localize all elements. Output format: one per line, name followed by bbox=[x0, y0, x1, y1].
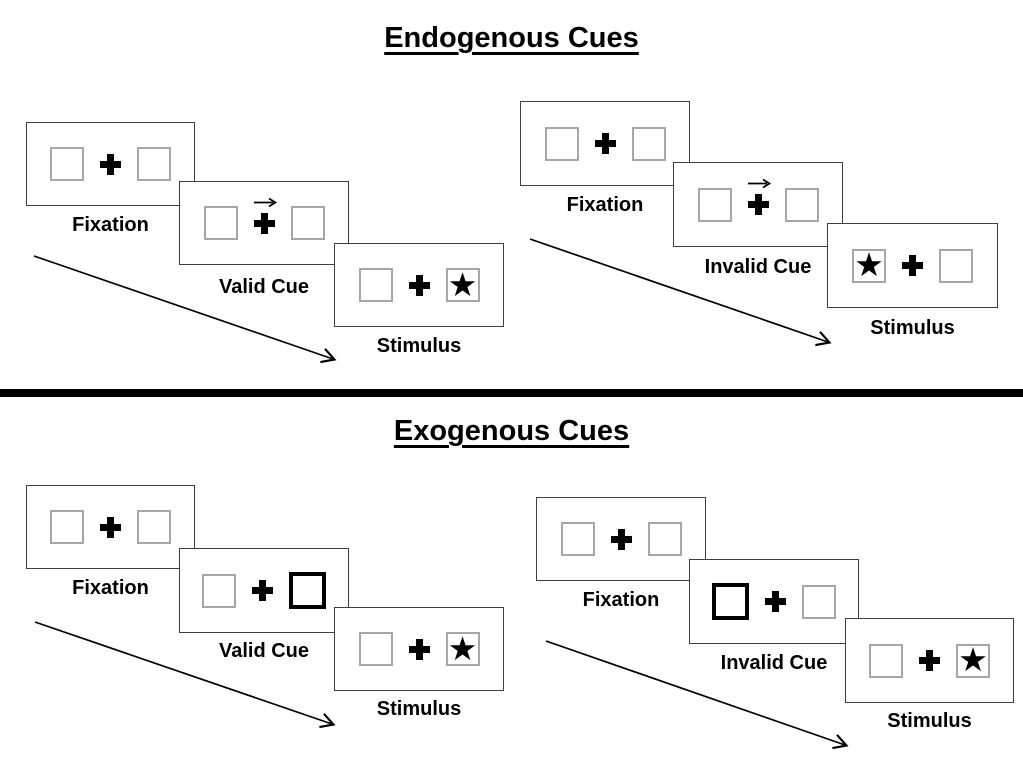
fixation-panel bbox=[26, 122, 195, 206]
stimulus-panel: ★ bbox=[334, 243, 504, 327]
valid-cue-panel bbox=[179, 548, 349, 633]
stimulus-label: Stimulus bbox=[376, 698, 462, 720]
right-box bbox=[137, 510, 171, 544]
left-box bbox=[869, 643, 903, 678]
fixation-label: Fixation bbox=[72, 214, 149, 236]
fixation-label: Fixation bbox=[566, 194, 644, 216]
right-box bbox=[939, 248, 973, 283]
right-box bbox=[647, 522, 682, 556]
exogenous-section-title: Exogenous Cues bbox=[0, 415, 1023, 448]
star-stimulus-icon: ★ bbox=[447, 629, 478, 667]
right-box bbox=[137, 147, 171, 181]
stimulus-label: Stimulus bbox=[870, 317, 955, 339]
left-box bbox=[560, 522, 595, 556]
right-box-with-target: ★ bbox=[445, 265, 480, 303]
fixation-cross-icon bbox=[610, 528, 632, 550]
fixation-panel bbox=[26, 485, 195, 569]
cue-label: Valid Cue bbox=[218, 640, 310, 662]
right-box-with-target: ★ bbox=[445, 629, 480, 667]
fixation-cross-icon bbox=[100, 516, 121, 538]
fixation-cross-icon bbox=[765, 591, 786, 612]
stimulus-panel: ★ bbox=[827, 223, 998, 308]
fixation-cross-icon bbox=[408, 274, 430, 296]
left-box bbox=[358, 268, 393, 302]
exogenous-title-text: Exogenous Cues bbox=[393, 415, 630, 447]
left-box bbox=[50, 147, 84, 181]
right-arrow-icon bbox=[253, 197, 277, 207]
fixation-cross-icon bbox=[902, 255, 923, 276]
timeline-arrow bbox=[33, 255, 337, 364]
left-box bbox=[697, 187, 732, 222]
right-box bbox=[802, 584, 836, 619]
left-box-with-target: ★ bbox=[852, 246, 886, 283]
invalid-cue-panel bbox=[673, 162, 843, 247]
cue-label: Valid Cue bbox=[218, 276, 310, 298]
fixation-cross-icon bbox=[100, 153, 121, 175]
right-box bbox=[631, 126, 666, 161]
valid-cue-panel bbox=[179, 181, 349, 265]
fixation-cross-icon bbox=[747, 178, 771, 215]
fixation-label: Fixation bbox=[582, 589, 660, 611]
fixation-cross-icon bbox=[253, 197, 277, 234]
timeline-arrow bbox=[545, 640, 849, 750]
left-box bbox=[358, 632, 393, 666]
right-box-with-target: ★ bbox=[956, 641, 990, 678]
stimulus-panel: ★ bbox=[845, 618, 1014, 703]
timeline-arrow bbox=[34, 621, 336, 729]
endogenous-section-title: Endogenous Cues bbox=[0, 22, 1023, 55]
left-box bbox=[203, 206, 238, 240]
highlighted-left-box bbox=[712, 583, 749, 620]
cue-label: Invalid Cue bbox=[720, 652, 828, 674]
right-arrow-icon bbox=[747, 178, 771, 189]
left-box bbox=[544, 126, 579, 161]
star-stimulus-icon: ★ bbox=[447, 265, 478, 303]
fixation-cross-icon bbox=[594, 133, 616, 154]
stimulus-panel: ★ bbox=[334, 607, 504, 691]
endogenous-title-text: Endogenous Cues bbox=[384, 22, 639, 54]
timeline-arrow bbox=[529, 238, 832, 347]
highlighted-right-box bbox=[289, 572, 326, 609]
fixation-cross-icon bbox=[408, 638, 430, 660]
left-box bbox=[50, 510, 84, 544]
star-stimulus-icon: ★ bbox=[958, 641, 988, 678]
right-box bbox=[290, 206, 325, 240]
cue-label: Invalid Cue bbox=[704, 256, 812, 278]
right-box bbox=[784, 187, 819, 222]
section-divider bbox=[0, 389, 1023, 397]
stimulus-label: Stimulus bbox=[887, 710, 972, 732]
fixation-panel bbox=[536, 497, 706, 581]
fixation-cross-icon bbox=[252, 580, 273, 601]
invalid-cue-panel bbox=[689, 559, 859, 644]
star-stimulus-icon: ★ bbox=[854, 246, 884, 283]
fixation-panel bbox=[520, 101, 690, 186]
fixation-label: Fixation bbox=[72, 577, 149, 599]
stimulus-label: Stimulus bbox=[376, 335, 462, 357]
fixation-cross-icon bbox=[919, 650, 940, 671]
left-box bbox=[202, 573, 236, 608]
